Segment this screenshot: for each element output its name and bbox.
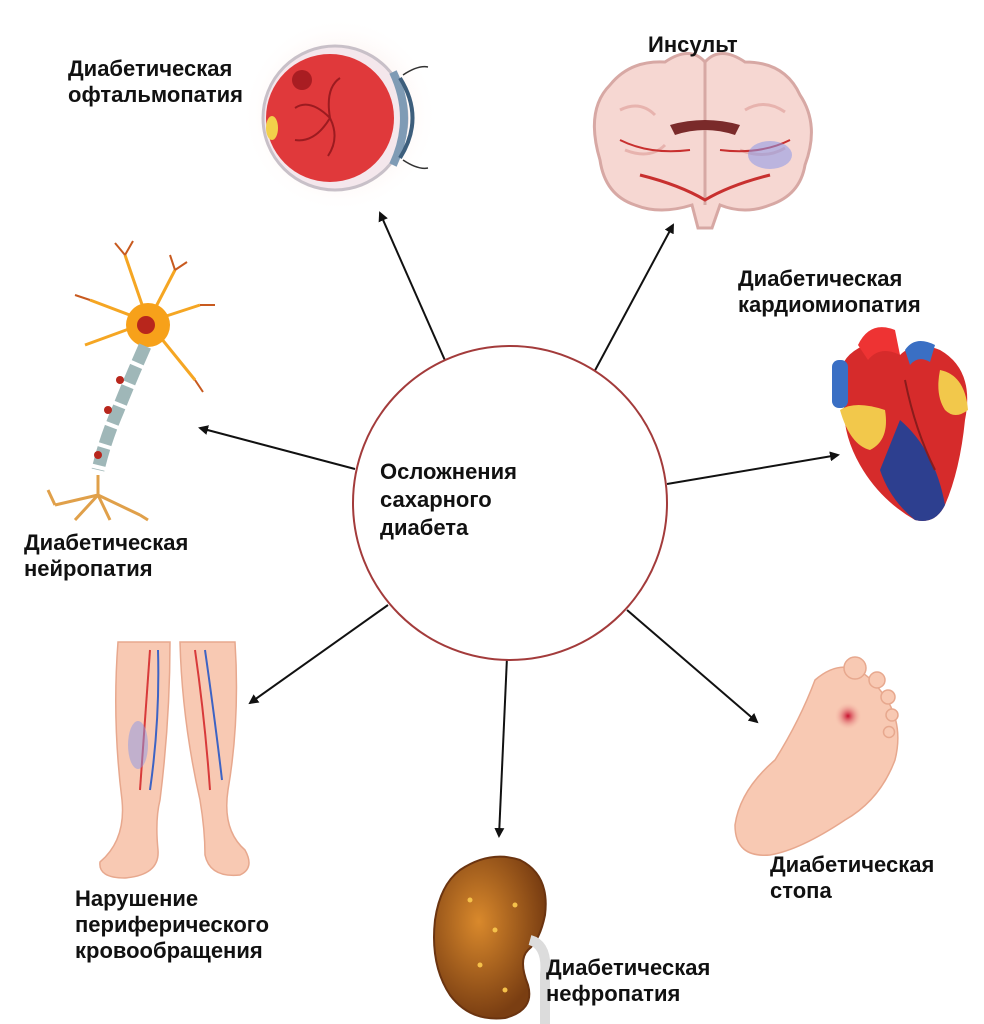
legs-icon bbox=[99, 641, 250, 879]
foot-icon bbox=[734, 656, 899, 856]
label-nephropathy-line-2: нефропатия bbox=[546, 981, 681, 1006]
kidney-icon bbox=[433, 855, 551, 1024]
label-cardiomyopathy: Диабетическая кардиомиопатия bbox=[738, 266, 921, 318]
eye-icon bbox=[242, 17, 438, 213]
brain-icon bbox=[592, 52, 813, 230]
neuron-icon bbox=[46, 240, 215, 522]
center-label-line-2: сахарного bbox=[380, 487, 492, 512]
center-label-line-3: диабета bbox=[380, 515, 469, 540]
label-peripheral: Нарушение периферического кровообращения bbox=[75, 886, 269, 964]
label-nephropathy: Диабетическая нефропатия bbox=[546, 955, 710, 1007]
arrow-to-brain bbox=[591, 223, 674, 377]
arrow-to-neuron bbox=[198, 425, 356, 470]
arrow-to-heart bbox=[666, 451, 840, 485]
label-neuropathy-line-2: нейропатия bbox=[24, 556, 153, 581]
label-ophthalmopathy-line-1: Диабетическая bbox=[68, 56, 233, 81]
label-ophthalmopathy: Диабетическая офтальмопатия bbox=[68, 56, 243, 108]
label-stroke-line-1: Инсульт bbox=[648, 32, 738, 57]
label-foot: Диабетическая стопа bbox=[770, 852, 934, 904]
label-cardiomyopathy-line-2: кардиомиопатия bbox=[738, 292, 921, 317]
label-ophthalmopathy-line-2: офтальмопатия bbox=[68, 82, 243, 107]
label-peripheral-line-3: кровообращения bbox=[75, 938, 263, 963]
label-foot-line-2: стопа bbox=[770, 878, 832, 903]
label-foot-line-1: Диабетическая bbox=[770, 852, 935, 877]
arrows bbox=[198, 211, 840, 838]
arrow-to-kidney bbox=[494, 656, 508, 838]
label-neuropathy: Диабетическая нейропатия bbox=[24, 530, 188, 582]
label-peripheral-line-1: Нарушение bbox=[75, 886, 199, 911]
label-neuropathy-line-1: Диабетическая bbox=[24, 530, 189, 555]
label-peripheral-line-2: периферического bbox=[75, 912, 270, 937]
center-label: Осложнения сахарного диабета bbox=[380, 458, 580, 542]
arrow-to-legs bbox=[248, 604, 389, 705]
arrow-to-eye bbox=[378, 211, 448, 366]
heart-icon bbox=[832, 327, 968, 521]
label-stroke: Инсульт bbox=[648, 32, 738, 58]
arrow-to-foot bbox=[626, 609, 759, 724]
center-circle bbox=[352, 345, 668, 661]
center-label-line-1: Осложнения bbox=[380, 459, 517, 484]
label-cardiomyopathy-line-1: Диабетическая bbox=[738, 266, 903, 291]
label-nephropathy-line-1: Диабетическая bbox=[546, 955, 711, 980]
